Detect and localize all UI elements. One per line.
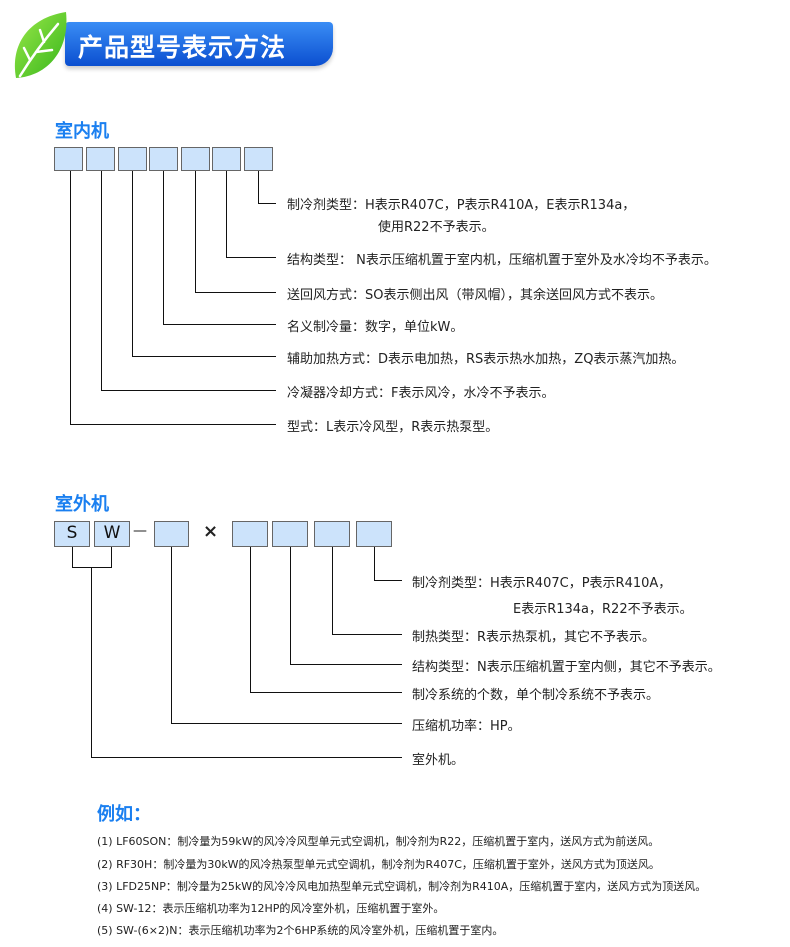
indoor-box-6 [212, 147, 241, 171]
indoor-label-type: 型式：L表示冷风型，R表示热泵型。 [287, 420, 499, 435]
indoor-label-structure: 结构类型： N表示压缩机置于室内机，压缩机置于室外及水冷均不予表示。 [287, 253, 717, 268]
title-banner [65, 22, 333, 66]
outdoor-label-systems: 制冷系统的个数，单个制冷系统不予表示。 [412, 688, 660, 703]
indoor-title: 室内机 [55, 121, 109, 142]
outdoor-label-refrigerant-cont: E表示R134a，R22不予表示。 [513, 602, 693, 617]
example-5: (5) SW-(6×2)N：表示压缩机功率为2个6HP系统的风冷室外机，压缩机置… [97, 924, 504, 937]
example-1: (1) LF60SON：制冷量为59kW的风冷冷风型单元式空调机，制冷剂为R22… [97, 835, 660, 848]
indoor-box-3 [118, 147, 147, 171]
indoor-box-4 [149, 147, 178, 171]
examples-title: 例如： [97, 804, 151, 825]
indoor-label-cooling: 冷凝器冷却方式：F表示风冷，水冷不予表示。 [287, 386, 555, 401]
indoor-label-refrigerant: 制冷剂类型：H表示R407C，P表示R410A，E表示R134a， [287, 198, 636, 213]
page-title: 产品型号表示方法 [78, 33, 287, 62]
outdoor-box-6 [314, 521, 350, 547]
outdoor-label-unit: 室外机。 [412, 753, 465, 768]
indoor-box-7 [244, 147, 273, 171]
indoor-box-5 [181, 147, 210, 171]
indoor-label-heating: 辅助加热方式：D表示电加热，RS表示热水加热，ZQ表示蒸汽加热。 [287, 352, 685, 367]
indoor-box-2 [86, 147, 115, 171]
outdoor-box-s: S [54, 521, 90, 547]
outdoor-title: 室外机 [55, 494, 109, 515]
outdoor-label-structure: 结构类型：N表示压缩机置于室内侧，其它不予表示。 [412, 660, 721, 675]
example-2: (2) RF30H：制冷量为30kW的风冷热泵型单元式空调机，制冷剂为R407C… [97, 858, 660, 871]
dash-separator: — [133, 523, 147, 539]
example-4: (4) SW-12：表示压缩机功率为12HP的风冷室外机，压缩机置于室外。 [97, 902, 445, 915]
indoor-label-capacity: 名义制冷量：数字，单位kW。 [287, 320, 464, 335]
outdoor-label-heating: 制热类型：R表示热泵机，其它不予表示。 [412, 630, 656, 645]
outdoor-box-5 [272, 521, 308, 547]
example-3: (3) LFD25NP：制冷量为25kW的风冷冷风电加热型单元式空调机，制冷剂为… [97, 880, 707, 893]
outdoor-box-4 [232, 521, 268, 547]
outdoor-label-power: 压缩机功率：HP。 [412, 719, 521, 734]
outdoor-box-7 [356, 521, 392, 547]
indoor-label-refrigerant-cont: 使用R22不予表示。 [378, 220, 495, 235]
indoor-label-airflow: 送回风方式：SO表示侧出风（带风帽），其余送回风方式不表示。 [287, 288, 663, 303]
outdoor-box-w: W [94, 521, 130, 547]
outdoor-box-hp [154, 521, 189, 547]
leaf-icon [14, 12, 67, 78]
outdoor-label-refrigerant: 制冷剂类型：H表示R407C，P表示R410A， [412, 576, 672, 591]
indoor-box-1 [54, 147, 83, 171]
times-sign: × [203, 521, 219, 542]
